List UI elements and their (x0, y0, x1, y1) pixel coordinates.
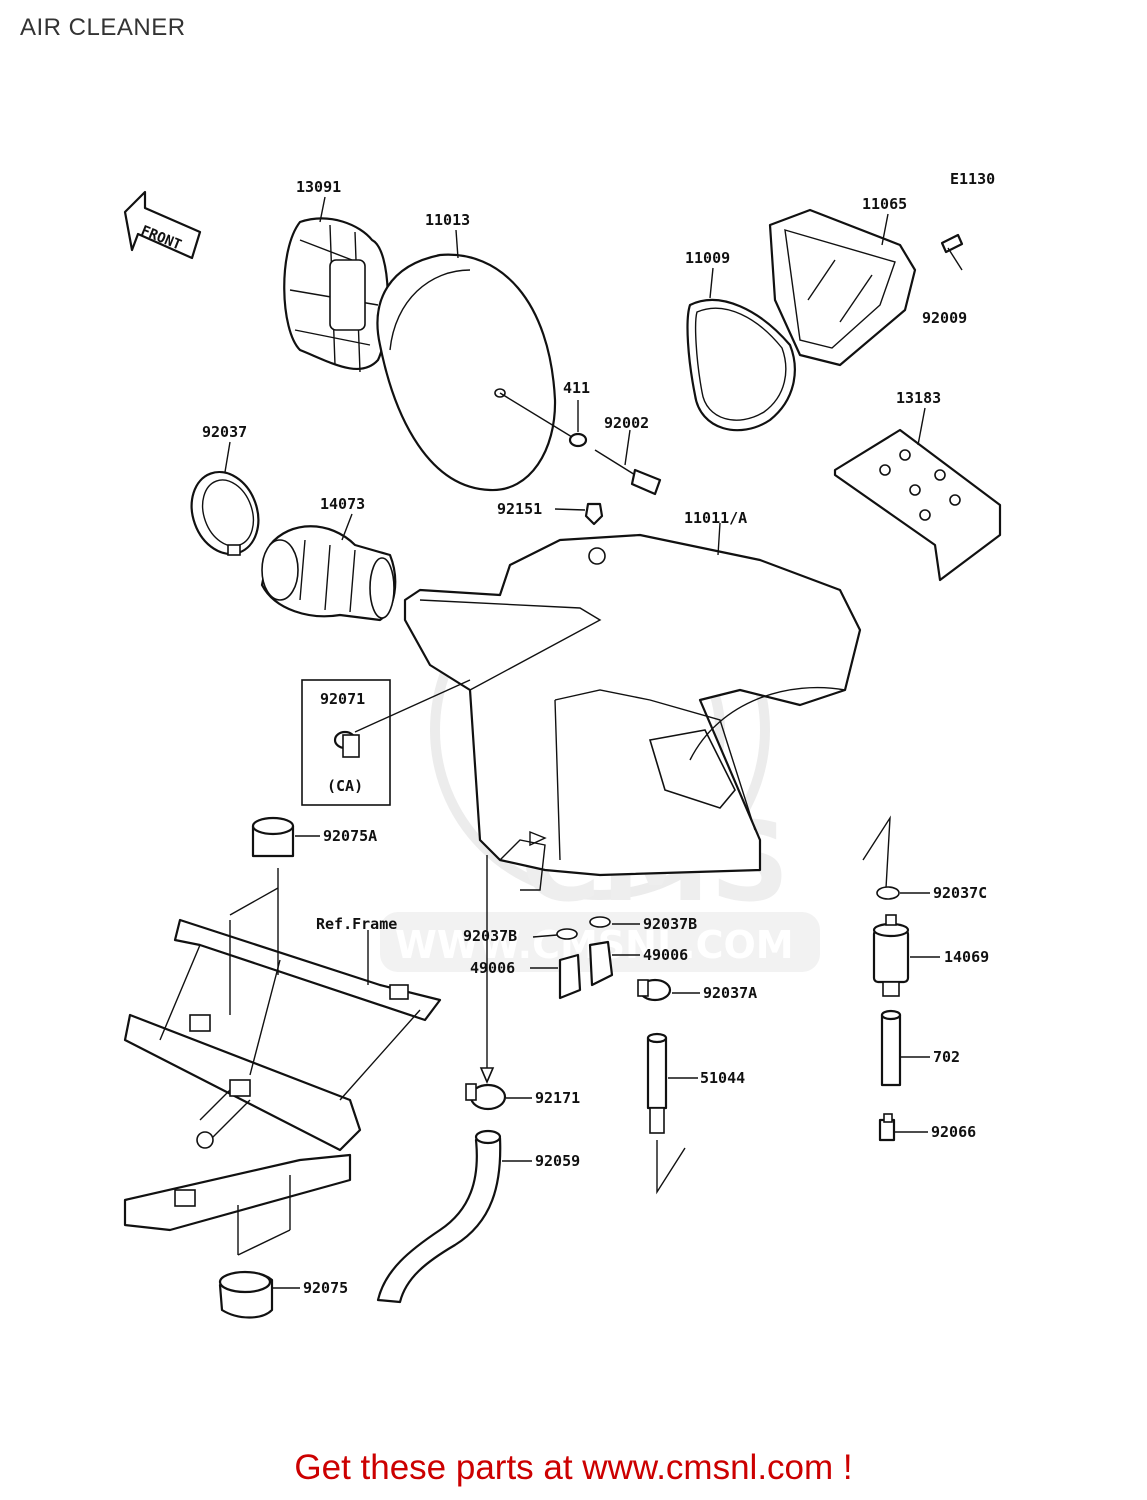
label-92037: 92037 (202, 423, 247, 441)
front-arrow-icon: FRONT (123, 190, 202, 260)
diagram-code: E1130 (950, 170, 995, 188)
part-92071-cap (333, 730, 360, 758)
part-13183-plate (833, 428, 1002, 582)
parts-diagram: CMS WWW.CMSNL.COM E1130 FRONT 13091 1101… (123, 170, 1002, 1319)
part-411-washer (568, 432, 588, 448)
label-51044: 51044 (700, 1069, 745, 1087)
label-14073: 14073 (320, 495, 365, 513)
part-92075-collar (218, 1270, 274, 1319)
part-92037a-clamp (637, 978, 672, 1002)
part-11009-gasket (686, 298, 796, 432)
part-51044-hose (646, 1032, 668, 1134)
part-49006-plug-right (588, 940, 614, 987)
part-11065-cover (768, 208, 917, 367)
part-11011a-case (403, 533, 862, 891)
label-92071: 92071 (320, 690, 365, 708)
part-702-tube (880, 1009, 902, 1087)
part-92151-bolt (584, 502, 604, 526)
page-title: AIR CLEANER (20, 14, 186, 41)
part-14069-filter (872, 914, 910, 997)
label-92037b-right: 92037B (643, 915, 697, 933)
part-92002-bolt (594, 449, 662, 496)
label-49006-right: 49006 (643, 946, 688, 964)
part-92037b-clip-left (556, 928, 578, 940)
label-13091: 13091 (296, 178, 341, 196)
part-13091-filter-frame (283, 217, 389, 373)
promo-banner[interactable]: Get these parts at www.cmsnl.com ! (294, 1448, 853, 1487)
label-92037c: 92037C (933, 884, 987, 902)
label-11065: 11065 (862, 195, 907, 213)
part-92037b-clip-right (589, 916, 611, 928)
label-92075: 92075 (303, 1279, 348, 1297)
label-92171: 92171 (535, 1089, 580, 1107)
label-702: 702 (933, 1048, 960, 1066)
label-14069: 14069 (944, 948, 989, 966)
label-92037a: 92037A (703, 984, 757, 1002)
label-11013: 11013 (425, 211, 470, 229)
label-92037b-left: 92037B (463, 927, 517, 945)
part-92037c-clip (876, 886, 900, 900)
part-92075a-collar (251, 816, 295, 858)
label-11011a: 11011/A (684, 509, 747, 527)
label-411: 411 (563, 379, 590, 397)
label-92075a: 92075A (323, 827, 377, 845)
label-13183: 13183 (896, 389, 941, 407)
label-92066: 92066 (931, 1123, 976, 1141)
label-49006-left: 49006 (470, 959, 515, 977)
label-11009: 11009 (685, 249, 730, 267)
label-92002: 92002 (604, 414, 649, 432)
label-ref-frame: Ref.Frame (316, 915, 397, 933)
reference-frame (123, 868, 442, 1256)
label-92151: 92151 (497, 500, 542, 518)
part-49006-plug-left (558, 953, 582, 1000)
part-92037-clamp (190, 470, 260, 556)
part-92066-plug (878, 1113, 896, 1142)
part-92171-clamp (465, 1083, 507, 1111)
label-92009: 92009 (922, 309, 967, 327)
part-92059-hose (376, 1129, 502, 1304)
part-92009-bolt (940, 233, 964, 271)
part-14073-duct (260, 525, 397, 622)
part-11013-air-element (376, 253, 557, 492)
label-92059: 92059 (535, 1152, 580, 1170)
label-ca: (CA) (327, 777, 363, 795)
